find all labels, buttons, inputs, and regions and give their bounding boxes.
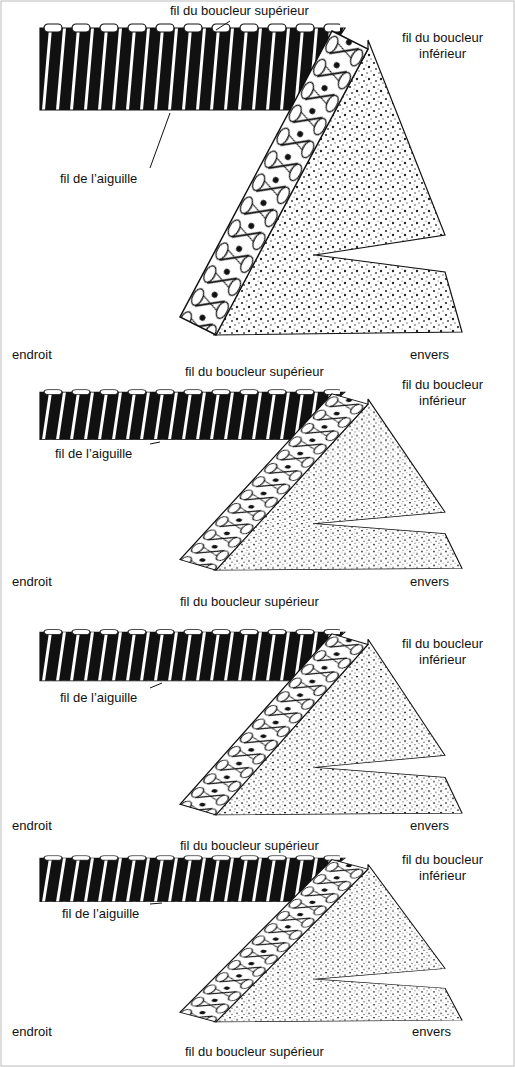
thread-label: fil du boucleur supérieur	[180, 594, 319, 610]
thread-label: envers	[410, 818, 449, 834]
thread-label: fil de l’aiguille	[62, 906, 139, 922]
thread-label: fil du boucleur supérieur	[185, 364, 324, 380]
thread-label: fil de l’aiguille	[60, 171, 137, 187]
thread-label: envers	[410, 347, 449, 363]
thread-label: fil du boucleur inférieur	[380, 30, 505, 62]
thread-label: envers	[412, 1024, 451, 1040]
thread-label: endroit	[12, 574, 52, 590]
thread-label: fil du boucleur supérieur	[180, 838, 319, 854]
thread-label: endroit	[12, 1024, 52, 1040]
thread-label: fil du boucleur inférieur	[380, 636, 505, 668]
thread-label: envers	[410, 574, 449, 590]
thread-label: fil du boucleur inférieur	[380, 852, 505, 884]
thread-label: endroit	[12, 818, 52, 834]
thread-label: fil du boucleur inférieur	[380, 377, 505, 409]
thread-label: endroit	[12, 347, 52, 363]
thread-label: fil de l’aiguille	[55, 446, 132, 462]
thread-label: fil de l’aiguille	[60, 690, 137, 706]
thread-label: fil du boucleur supérieur	[185, 1044, 324, 1060]
thread-label: fil du boucleur supérieur	[170, 3, 309, 19]
